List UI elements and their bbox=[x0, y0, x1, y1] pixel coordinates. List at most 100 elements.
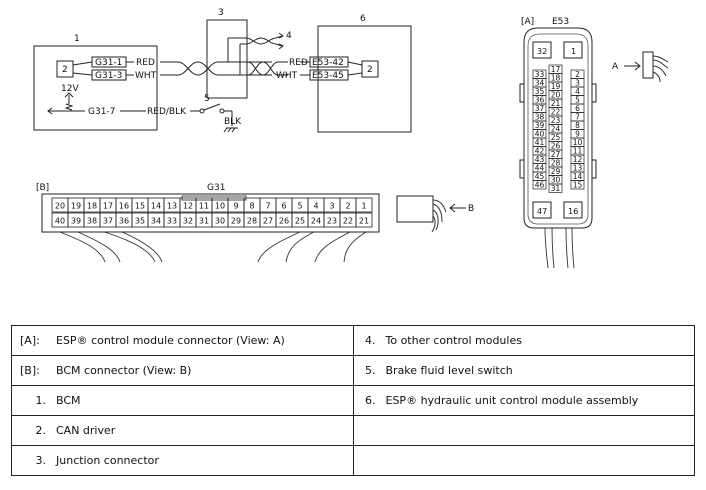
g31-pin-label: 30 bbox=[215, 217, 225, 226]
legend-row: [B]:BCM connector (View: B)5.Brake fluid… bbox=[11, 355, 695, 386]
legend-row: [A]: ESP® control module connector (View:… bbox=[11, 325, 695, 356]
label-comp2-right: 2 bbox=[367, 65, 373, 75]
wire-red-right: RED bbox=[289, 58, 308, 68]
legend-text: ESP® control module connector (View: A) bbox=[56, 334, 285, 347]
bcm-box bbox=[33, 45, 158, 131]
connector-a-picture bbox=[642, 51, 654, 79]
g31-pin-label: 10 bbox=[215, 202, 225, 211]
legend-table: [A]: ESP® control module connector (View:… bbox=[11, 325, 695, 476]
label-comp4: 4 bbox=[286, 31, 292, 41]
legend-ref: 1. bbox=[35, 394, 47, 407]
wire-red-blk: RED/BLK bbox=[147, 107, 187, 117]
g31-pin-label: 26 bbox=[279, 217, 289, 226]
wire-wht-right: WHT bbox=[276, 71, 298, 81]
g31-pin-label: 8 bbox=[249, 202, 254, 211]
e53-pin-label: 36 bbox=[535, 96, 545, 105]
g31-pin-label: 28 bbox=[247, 217, 257, 226]
e53-pin-label: 8 bbox=[575, 121, 580, 130]
legend-ref: 5. bbox=[365, 364, 376, 377]
legend-cell-right: 4.To other control modules bbox=[352, 325, 695, 356]
junction-connector-box bbox=[206, 19, 248, 99]
connector-a-tag: [A] bbox=[521, 17, 534, 27]
e53-pin-label: 33 bbox=[535, 70, 545, 79]
g31-pin-label: 36 bbox=[119, 217, 129, 226]
e53-pin-label: 2 bbox=[575, 70, 580, 79]
g31-pin-label: 18 bbox=[87, 202, 97, 211]
label-comp5: 5 bbox=[204, 94, 210, 104]
e53-pin-label: 29 bbox=[551, 167, 561, 176]
label-g31-3: G31-3 bbox=[95, 71, 122, 81]
g31-pin-label: 6 bbox=[281, 202, 286, 211]
e53-pin-label: 6 bbox=[575, 104, 580, 113]
legend-text: CAN driver bbox=[56, 424, 116, 437]
e53-pin-label: 4 bbox=[575, 87, 580, 96]
e53-pin-label: 10 bbox=[573, 138, 583, 147]
wire-red-left: RED bbox=[136, 58, 155, 68]
wire-blk: BLK bbox=[224, 117, 242, 127]
label-12v: 12V bbox=[61, 84, 79, 94]
e53-pin-label: 46 bbox=[535, 181, 545, 190]
e53-pin-label: 17 bbox=[551, 65, 561, 74]
g31-pin-label: 38 bbox=[87, 217, 97, 226]
g31-pin-label: 33 bbox=[167, 217, 177, 226]
g31-pin-label: 37 bbox=[103, 217, 113, 226]
e53-pin-label: 39 bbox=[535, 121, 545, 130]
g31-pin-label: 21 bbox=[359, 217, 369, 226]
legend-text: Brake fluid level switch bbox=[385, 364, 513, 377]
e53-pin-bottom-right: 16 bbox=[568, 207, 578, 216]
g31-pin-label: 35 bbox=[135, 217, 145, 226]
g31-pin-label: 40 bbox=[55, 217, 65, 226]
legend-text: ESP® hydraulic unit control module assem… bbox=[385, 394, 639, 407]
e53-pin-label: 22 bbox=[551, 108, 561, 117]
legend-row: 1. BCM 6. ESP® hydraulic unit control modul… bbox=[11, 385, 695, 416]
e53-pin-label: 21 bbox=[551, 99, 561, 108]
e53-pin-label: 35 bbox=[535, 87, 545, 96]
e53-pin-label: 9 bbox=[575, 130, 580, 139]
legend-text: BCM bbox=[56, 394, 81, 407]
legend-ref: 6. bbox=[365, 394, 376, 407]
e53-pin-label: 40 bbox=[535, 130, 545, 139]
e53-pin-label: 13 bbox=[573, 164, 583, 173]
e53-pin-label: 41 bbox=[535, 138, 545, 147]
g31-pin-label: 9 bbox=[233, 202, 238, 211]
legend-cell-left: 2. CAN driver bbox=[11, 415, 354, 446]
connector-b-picture bbox=[396, 195, 434, 223]
legend-ref: [A]: bbox=[20, 334, 40, 347]
g31-pin-cell bbox=[355, 197, 373, 213]
legend-text: BCM connector (View: B) bbox=[56, 364, 192, 377]
wire-wht-left: WHT bbox=[135, 71, 157, 81]
g31-pin-label: 23 bbox=[327, 217, 337, 226]
g31-pin-label: 20 bbox=[55, 202, 65, 211]
g31-pin-label: 4 bbox=[313, 202, 318, 211]
legend-ref: 4. bbox=[365, 334, 376, 347]
e53-pin-label: 27 bbox=[551, 150, 561, 159]
label-e53-45: E53-45 bbox=[312, 71, 344, 81]
connector-b-name: G31 bbox=[207, 183, 225, 193]
label-comp2-left: 2 bbox=[62, 65, 68, 75]
g31-pin-label: 34 bbox=[151, 217, 161, 226]
legend-ref: 2. bbox=[35, 424, 47, 437]
e53-pin-grid: 3334353637383940414243444546171819202122… bbox=[532, 64, 585, 193]
wiring-schematic bbox=[33, 19, 412, 133]
e53-pin-label: 37 bbox=[535, 104, 545, 113]
g31-pin-label: 19 bbox=[71, 202, 81, 211]
e53-pin-top-right: 1 bbox=[571, 47, 576, 56]
legend-text: Junction connector bbox=[56, 454, 159, 467]
e53-pin-label: 28 bbox=[551, 159, 561, 168]
label-g31-1: G31-1 bbox=[95, 58, 122, 68]
g31-pin-label: 15 bbox=[135, 202, 145, 211]
e53-pin-label: 20 bbox=[551, 91, 561, 100]
e53-pin-label: 18 bbox=[551, 74, 561, 83]
g31-pin-label: 22 bbox=[343, 217, 353, 226]
label-e53-42: E53-42 bbox=[312, 58, 344, 68]
legend-ref: 3. bbox=[35, 454, 47, 467]
label-comp6: 6 bbox=[360, 14, 366, 24]
hydraulic-unit-box bbox=[317, 25, 412, 133]
e53-pin-cell bbox=[532, 180, 547, 190]
e53-pin-label: 25 bbox=[551, 133, 561, 142]
legend-cell-right: 6. ESP® hydraulic unit control module ass… bbox=[352, 385, 695, 416]
can-driver-box-right bbox=[361, 60, 379, 78]
e53-pin-label: 34 bbox=[535, 79, 545, 88]
e53-pin-label: 3 bbox=[575, 79, 580, 88]
e53-pin-label: 38 bbox=[535, 113, 545, 122]
